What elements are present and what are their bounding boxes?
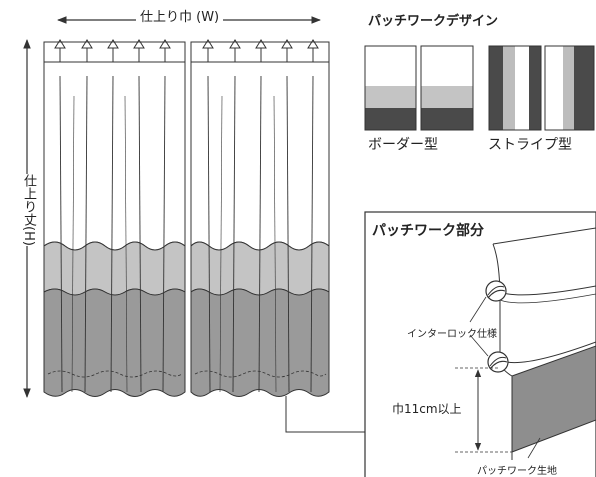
curtain-panel-right [190,39,330,397]
finished-length-label: 仕上り丈(H) [18,174,36,246]
stripe-type-swatch-2 [544,45,595,131]
patchwork-detail-box [364,211,596,477]
border-type-swatch-1 [364,45,417,131]
width-min-label: 巾11cm以上 [392,402,462,416]
patchwork-design-title: パッチワークデザイン [368,14,499,29]
stripe-type-label: ストライプ型 [488,137,572,153]
patchwork-part-title: パッチワーク部分 [372,223,484,239]
border-type-swatch-2 [420,45,474,131]
interlock-label: インターロック仕様 [407,329,497,340]
border-type-label: ボーダー型 [368,137,438,153]
patchwork-fabric-label: パッチワーク生地 [477,466,557,477]
callout-leader-line [285,396,365,433]
curtain-panel-left [43,39,186,397]
finished-width-label: 仕上り巾 (W) [136,6,224,25]
stripe-type-swatch-1 [488,45,542,131]
